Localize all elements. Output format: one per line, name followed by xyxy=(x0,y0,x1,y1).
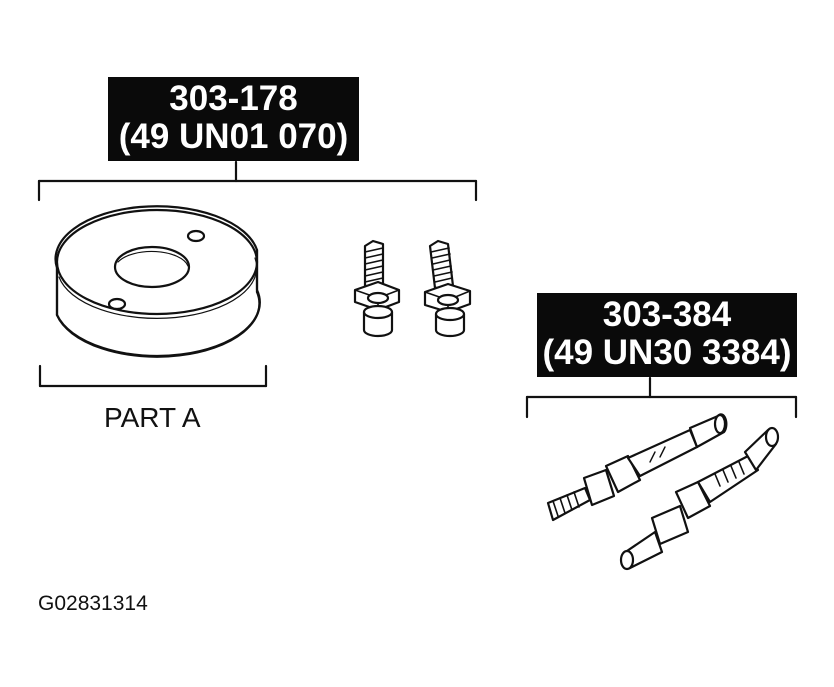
tool-2-label: 303-384 (49 UN30 3384) xyxy=(537,293,797,377)
bracket-tool-1 xyxy=(37,160,478,202)
bracket-part-a xyxy=(38,364,268,388)
long-stud-upper xyxy=(546,413,728,522)
bracket-tool-2 xyxy=(525,376,798,419)
tool-1-label: 303-178 (49 UN01 070) xyxy=(108,77,359,161)
short-bolt-left xyxy=(353,239,401,338)
tool-2-alt-number: (49 UN30 3384) xyxy=(542,332,792,372)
tool-1-number: 303-178 xyxy=(169,79,298,118)
tool-2-number: 303-384 xyxy=(602,295,732,334)
part-a-label: PART A xyxy=(104,402,201,433)
short-bolt-right xyxy=(423,239,472,338)
tool-1-alt-number: (49 UN01 070) xyxy=(118,116,349,156)
figure-code: G02831314 xyxy=(38,592,148,615)
long-stud-lower xyxy=(619,426,780,571)
spacer-ring xyxy=(54,205,261,358)
